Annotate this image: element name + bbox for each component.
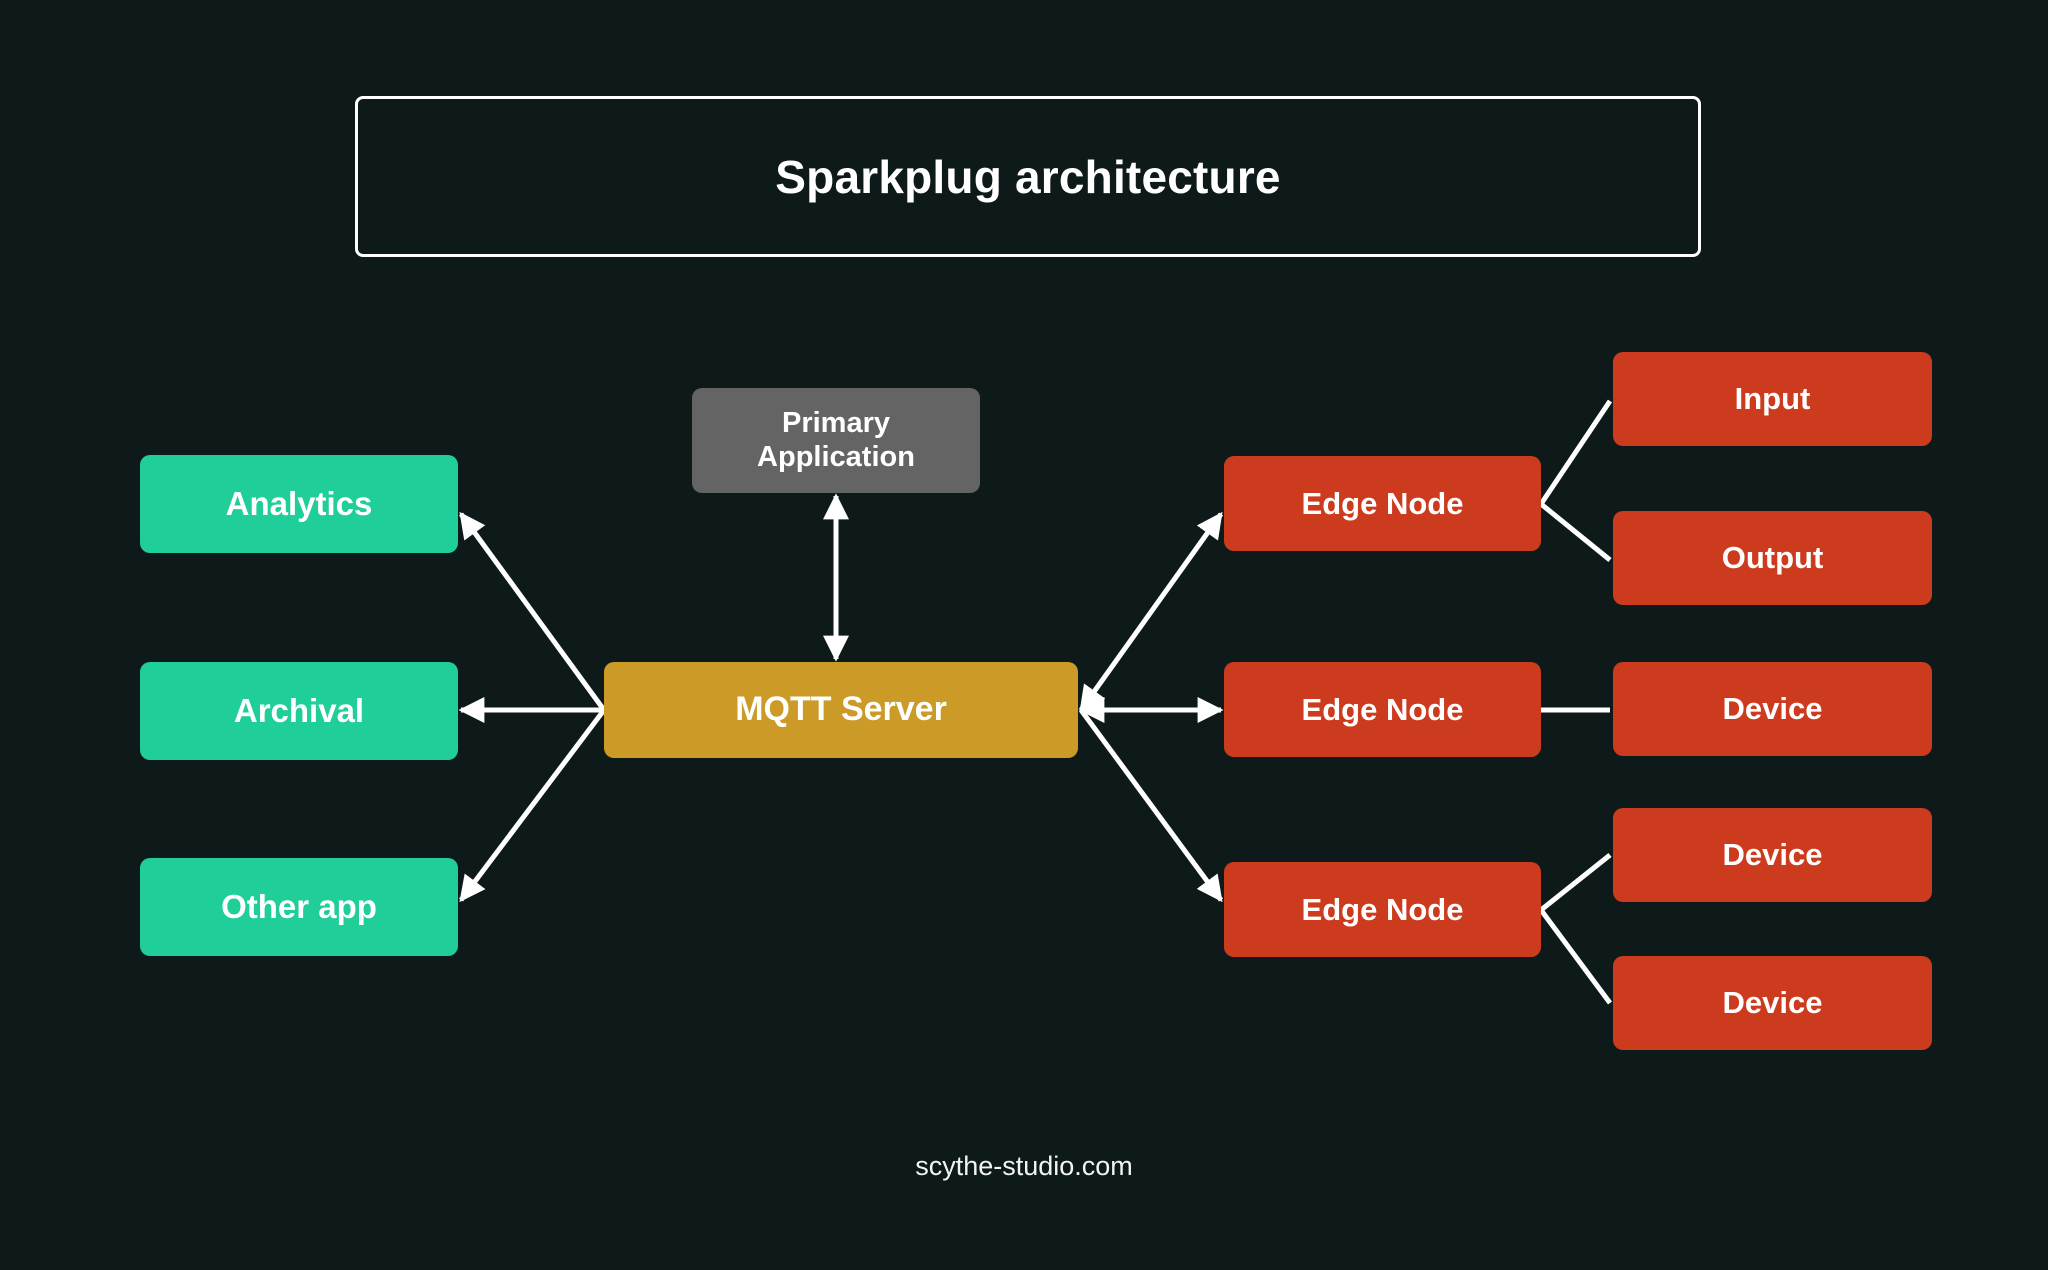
mqtt-to-other-app [459, 708, 606, 903]
node-primary-application[interactable]: Primary Application [692, 388, 980, 493]
node-output[interactable]: Output [1613, 511, 1932, 605]
node-other-app[interactable]: Other app [140, 858, 458, 956]
node-device-2-label: Device [1722, 837, 1823, 873]
node-archival-label: Archival [233, 692, 365, 730]
node-other-app-label: Other app [221, 888, 377, 926]
node-input-label: Input [1734, 381, 1811, 417]
node-output-label: Output [1721, 540, 1824, 576]
node-analytics-label: Analytics [225, 485, 373, 523]
edge-node-1-to-input [1538, 399, 1613, 506]
edge-node-1-to-output [1539, 502, 1612, 562]
footer-credit: scythe-studio.com [915, 1151, 1133, 1181]
node-primary-application-label: Primary Application [757, 407, 915, 473]
node-device-3[interactable]: Device [1613, 956, 1932, 1050]
node-mqtt-server-label: MQTT Server [735, 690, 947, 729]
diagram-title-box: Sparkplug architecture [355, 96, 1701, 257]
node-edge-node-2-label: Edge Node [1301, 691, 1464, 727]
node-archival[interactable]: Archival [140, 662, 458, 760]
node-edge-node-2[interactable]: Edge Node [1224, 662, 1541, 757]
node-edge-node-3[interactable]: Edge Node [1224, 862, 1541, 957]
mqtt-to-edge-node-3 [1078, 708, 1224, 903]
node-device-1[interactable]: Device [1613, 662, 1932, 756]
mqtt-to-analytics [458, 511, 607, 712]
node-analytics[interactable]: Analytics [140, 455, 458, 553]
node-edge-node-1-label: Edge Node [1301, 485, 1464, 521]
node-mqtt-server[interactable]: MQTT Server [604, 662, 1078, 758]
node-device-2[interactable]: Device [1613, 808, 1932, 902]
node-device-3-label: Device [1722, 985, 1823, 1021]
node-device-1-label: Device [1722, 691, 1823, 727]
node-input[interactable]: Input [1613, 352, 1932, 446]
node-edge-node-3-label: Edge Node [1301, 891, 1464, 927]
edge-node-3-to-device-3 [1538, 908, 1613, 1005]
node-edge-node-1[interactable]: Edge Node [1224, 456, 1541, 551]
mqtt-to-edge-node-1 [1078, 511, 1224, 713]
page-title: Sparkplug architecture [775, 150, 1281, 203]
edge-node-3-to-device-2 [1539, 853, 1612, 912]
